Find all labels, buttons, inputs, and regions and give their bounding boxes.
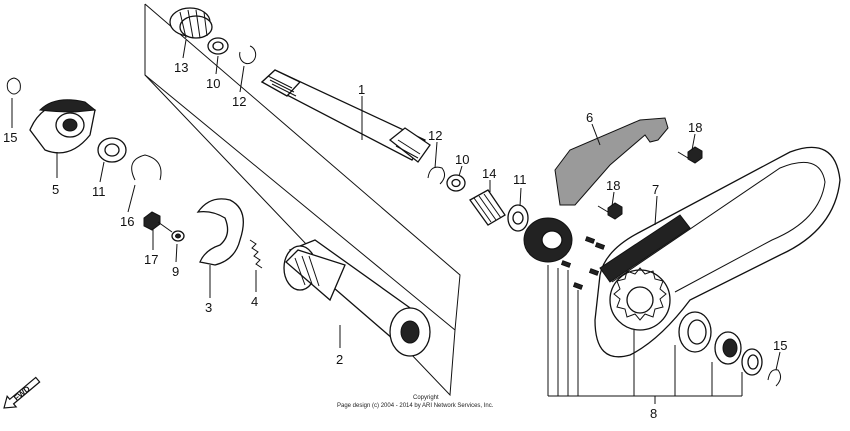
callout-8: 8 [650,406,657,421]
pins [560,236,606,290]
callout-13: 13 [174,60,188,75]
clip-15-right [767,369,782,387]
clip-15-left [6,77,21,95]
assembly-frame-edge [144,74,456,331]
circlip-12-top [239,45,257,65]
callout-1: 1 [358,82,365,97]
washer-8b [714,331,742,365]
spring-4 [249,239,263,269]
callout-12-right: 12 [428,128,442,143]
chain-7-dark-segment [599,214,691,283]
leader-lines [11,39,781,404]
washer-8c [741,348,763,376]
bolt-17 [143,211,173,233]
bracket-3 [196,198,244,266]
needle-bearing-14 [469,189,506,226]
washer-10-right [446,174,466,192]
bolt-18-lower [597,202,623,220]
callout-11-left: 11 [92,184,106,199]
fwd-arrow-icon: FWD [3,376,41,409]
sprocket-hub [523,217,573,263]
callout-11-right: 11 [513,172,527,187]
callout-3: 3 [205,300,212,315]
washer-11-right [507,204,529,232]
bolt-18-upper [677,146,703,164]
washer-10-top [207,37,229,55]
callout-6: 6 [586,110,593,125]
callout-2: 2 [336,352,343,367]
callout-10-top: 10 [206,76,220,91]
circlip-12-right [427,166,446,185]
callout-15-right: 15 [773,338,787,353]
needle-bearing-13 [169,7,213,39]
callout-17: 17 [144,252,158,267]
callout-5: 5 [52,182,59,197]
callout-7: 7 [652,182,659,197]
plate-6 [554,117,669,206]
copyright-line2: Page design (c) 2004 - 2014 by ARI Netwo… [337,403,494,409]
pinion-2 [283,239,431,357]
callout-18-top: 18 [688,120,702,135]
callout-18-bottom: 18 [606,178,620,193]
shaft-1 [260,69,431,163]
washer-11-left [97,137,127,163]
circlip-16 [131,154,162,181]
sprocket-8 [609,267,671,331]
callout-4: 4 [251,294,258,309]
callout-14: 14 [482,166,496,181]
washer-9 [171,230,185,242]
lever-5 [29,99,97,154]
callout-10-right: 10 [455,152,469,167]
callout-16: 16 [120,214,134,229]
washer-8a [678,311,712,353]
copyright-line1: Copyright [413,395,439,401]
callout-15-left: 15 [3,130,17,145]
callout-12-top: 12 [232,94,246,109]
callout-9: 9 [172,264,179,279]
assembly-frame [144,3,461,397]
